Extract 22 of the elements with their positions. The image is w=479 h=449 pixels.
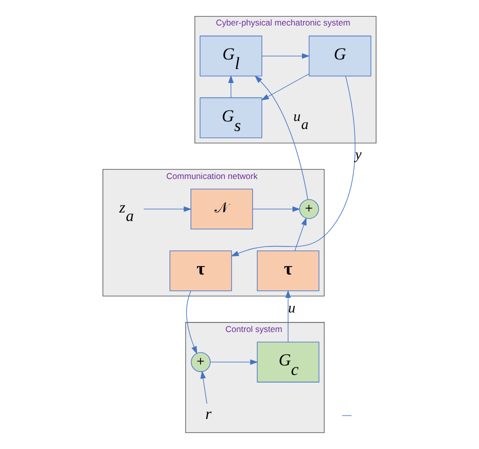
arrow [285, 290, 291, 342]
arrow [252, 206, 300, 212]
arrow [210, 359, 258, 365]
edge-label: u [288, 300, 296, 316]
arrow [200, 370, 208, 404]
node-box: G [308, 36, 372, 76]
node-text: r [205, 406, 212, 424]
arrow [254, 75, 308, 200]
node-box: τ [256, 250, 320, 292]
node-box: 𝒩 [190, 188, 253, 230]
edge-label: y [355, 147, 362, 164]
node-circle: + [299, 199, 319, 219]
arrow [261, 74, 310, 100]
node-box: τ [170, 250, 232, 292]
arrow [228, 75, 234, 98]
node-circle: + [190, 352, 211, 372]
arrow [186, 290, 198, 354]
arrow [230, 76, 356, 256]
arrow [143, 206, 192, 212]
arrow [294, 217, 306, 252]
arrow [262, 53, 310, 59]
label: — [342, 410, 352, 420]
